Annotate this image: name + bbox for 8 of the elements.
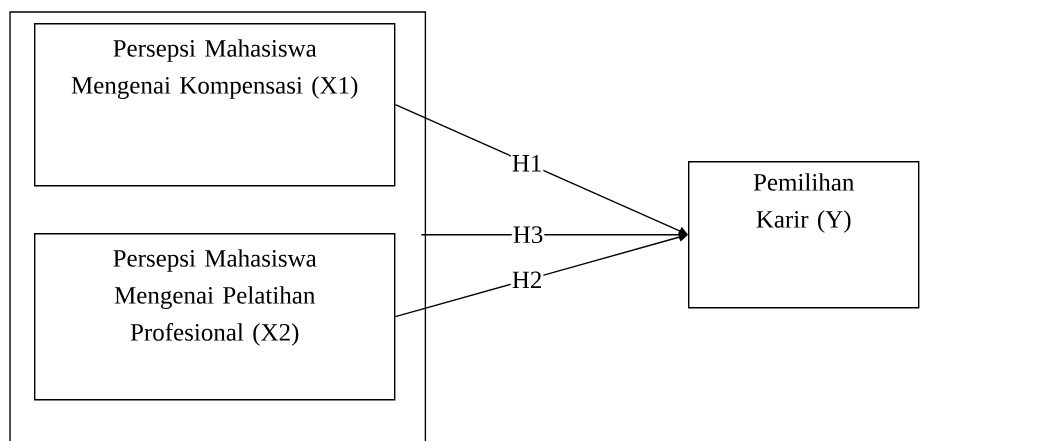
- text-box: Pemilihan Karir (Y): [688, 161, 920, 309]
- arrow: [394, 232, 688, 318]
- edge-label: H2: [512, 271, 541, 289]
- text-box: Persepsi Mahasiswa Mengenai Pelatihan Profesional (X2): [34, 233, 396, 401]
- edge-label: H3: [513, 226, 543, 244]
- text-box: Persepsi Mahasiswa Mengenai Kompensasi (X1): [34, 23, 396, 187]
- edge-label: H1: [512, 154, 541, 172]
- frame: [9, 11, 427, 441]
